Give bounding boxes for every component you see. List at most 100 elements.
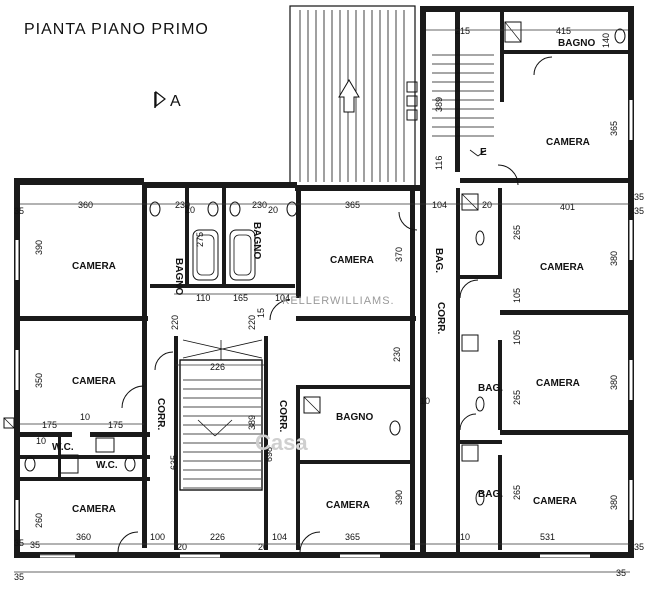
dim-label: 10 <box>36 436 46 446</box>
dim-label: 105 <box>512 288 522 303</box>
dim-label: 116 <box>434 156 444 170</box>
dim-label: 104 <box>432 200 447 210</box>
room-camera-ne: CAMERA <box>546 137 590 148</box>
dim-label: 360 <box>78 200 93 210</box>
dim-label: 265 <box>512 225 522 240</box>
dim-label: 35 <box>634 206 644 216</box>
room-labels: CAMERA CAMERA CAMERA BAGNO BAGNO CAMERA … <box>52 38 595 515</box>
dim-label: 10 <box>420 396 430 406</box>
section-marker-label: A <box>170 93 182 110</box>
dim-label: 104 <box>272 532 287 542</box>
room-bag-1: BAG. <box>433 248 444 273</box>
windows <box>3 100 633 558</box>
dim-label: 20 <box>482 200 492 210</box>
room-bagno-nw2: BAGNO <box>251 222 262 259</box>
dim-label: 35 <box>14 538 24 548</box>
dim-label: 35 <box>634 192 644 202</box>
room-camera-s-center: CAMERA <box>326 500 370 511</box>
dim-label: 140 <box>601 33 611 48</box>
room-bagno-ne: BAGNO <box>558 38 595 49</box>
watermark-portal: Casa <box>255 430 308 455</box>
room-bagno-center: BAGNO <box>336 412 373 423</box>
room-bagno-nw1: BAGNO <box>173 258 184 295</box>
dim-label: 35 <box>616 568 626 578</box>
room-camera-e3: CAMERA <box>533 496 577 507</box>
dim-label: 175 <box>42 420 57 430</box>
dim-label: 226 <box>210 532 225 542</box>
dim-label: 104 <box>275 293 290 303</box>
dim-label: 230 <box>392 347 402 362</box>
room-corr-left: CORR. <box>155 398 166 430</box>
dim-label: 15 <box>256 308 266 318</box>
dim-label: 110 <box>196 293 210 303</box>
dimension-lines <box>14 29 630 573</box>
dim-label: 275 <box>195 232 205 247</box>
dim-label: 380 <box>609 375 619 390</box>
dim-label: 265 <box>512 485 522 500</box>
dim-label: 20 <box>268 205 278 215</box>
dim-label: 360 <box>76 532 91 542</box>
dim-label: 365 <box>609 121 619 136</box>
plan-title: PIANTA PIANO PRIMO <box>24 21 209 38</box>
dim-label: 265 <box>512 390 522 405</box>
dim-label: 35 <box>634 542 644 552</box>
interior-walls <box>20 12 630 552</box>
dim-label: 230 <box>175 200 190 210</box>
dim-label: 390 <box>34 240 44 255</box>
dim-label: 215 <box>455 26 470 36</box>
section-marker: A <box>154 90 182 110</box>
dim-label: 230 <box>252 200 267 210</box>
dim-label: 350 <box>34 373 44 388</box>
room-wc-1: W.C. <box>52 442 74 453</box>
room-camera-e2: CAMERA <box>536 378 580 389</box>
dim-label: 20 <box>258 542 268 552</box>
room-corr-right: CORR. <box>435 302 446 334</box>
dim-label: 531 <box>540 532 555 542</box>
dim-label: 35 <box>14 572 24 582</box>
dim-label: 20 <box>185 205 195 215</box>
dim-label: 100 <box>150 532 165 542</box>
dim-label: 365 <box>345 532 360 542</box>
dim-label: 380 <box>609 495 619 510</box>
doors <box>117 56 553 553</box>
dim-label: 220 <box>247 315 257 330</box>
dim-label: 20 <box>177 542 187 552</box>
dim-label: 220 <box>170 315 180 330</box>
dim-label: 390 <box>394 490 404 505</box>
dim-label: 10 <box>80 412 90 422</box>
dim-label: 415 <box>556 26 571 36</box>
room-stair-e: E <box>480 147 487 158</box>
dim-label: 698 <box>264 447 274 462</box>
room-camera-nw: CAMERA <box>72 261 116 272</box>
fixtures <box>24 21 626 506</box>
dimension-labels: 35 360 230 230 365 104 401 35 390 275 37… <box>14 26 644 582</box>
dim-label: 380 <box>609 251 619 266</box>
top-stair-block <box>289 5 418 187</box>
dim-label: 35 <box>30 540 40 550</box>
room-camera-e1: CAMERA <box>540 262 584 273</box>
right-stair <box>432 54 494 157</box>
left-stair <box>182 339 263 489</box>
dim-label: 165 <box>233 293 248 303</box>
room-camera-n-center: CAMERA <box>330 255 374 266</box>
dim-label: 635 <box>169 455 179 470</box>
dim-label: 370 <box>394 247 404 262</box>
watermark-agency: KELLERWILLIAMS. <box>282 295 395 307</box>
dim-label: 365 <box>345 200 360 210</box>
dim-label: 389 <box>434 97 444 112</box>
room-bag-3: BAG. <box>478 489 503 500</box>
dim-label: 401 <box>560 202 575 212</box>
dim-label: 260 <box>34 513 44 528</box>
dim-label: 35 <box>14 206 24 216</box>
dim-label: 105 <box>512 330 522 345</box>
room-camera-w: CAMERA <box>72 376 116 387</box>
room-bag-2: BAG. <box>478 383 503 394</box>
room-corr-center: CORR. <box>277 400 288 432</box>
room-camera-sw: CAMERA <box>72 504 116 515</box>
dim-label: 10 <box>460 532 470 542</box>
dim-label: 389 <box>247 415 257 430</box>
dim-label: 226 <box>210 362 225 372</box>
dim-label: 175 <box>108 420 123 430</box>
room-wc-2: W.C. <box>96 460 118 471</box>
